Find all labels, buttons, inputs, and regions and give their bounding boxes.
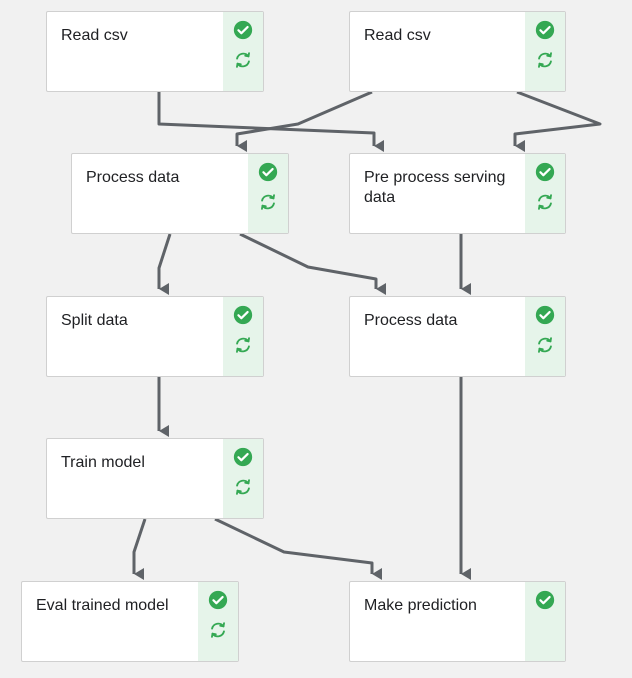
retry-icon[interactable] (534, 49, 556, 79)
edge-process-data-1-to-split-data (157, 233, 172, 295)
edge-train-model-to-eval-trained-model (132, 518, 147, 580)
node-eval-trained-model[interactable]: Eval trained model (21, 581, 239, 662)
node-label: Read csv (61, 27, 128, 44)
node-label: Split data (61, 312, 128, 329)
node-label: Make prediction (364, 597, 477, 614)
edge-process-data-1-to-process-data-2 (239, 232, 386, 295)
node-label: Eval trained model (36, 597, 169, 614)
node-process-data-1[interactable]: Process data (71, 153, 289, 234)
node-read-csv-1[interactable]: Read csv (46, 11, 264, 92)
retry-icon[interactable] (232, 476, 254, 506)
check-circle-icon (257, 161, 279, 191)
retry-icon[interactable] (207, 619, 229, 649)
check-circle-icon (232, 19, 254, 49)
status-panel (248, 154, 288, 233)
retry-icon[interactable] (257, 191, 279, 221)
node-label: Process data (86, 169, 180, 186)
node-label: Train model (61, 454, 145, 471)
status-panel (525, 582, 565, 661)
retry-icon[interactable] (534, 334, 556, 364)
check-circle-icon (534, 304, 556, 334)
check-circle-icon (534, 589, 556, 619)
node-process-data-2[interactable]: Process data (349, 296, 566, 377)
status-panel (198, 582, 238, 661)
check-circle-icon (207, 589, 229, 619)
node-read-csv-2[interactable]: Read csv (349, 11, 566, 92)
node-split-data[interactable]: Split data (46, 296, 264, 377)
status-panel (223, 439, 263, 518)
status-panel (223, 297, 263, 376)
node-label: Pre process serving data (364, 169, 506, 206)
check-circle-icon (232, 446, 254, 476)
edge-train-model-to-make-prediction (214, 517, 382, 580)
node-make-prediction[interactable]: Make prediction (349, 581, 566, 662)
check-circle-icon (232, 304, 254, 334)
status-panel (525, 154, 565, 233)
check-circle-icon (534, 161, 556, 191)
edge-read-csv-2-to-process-data-1 (235, 90, 373, 152)
check-circle-icon (534, 19, 556, 49)
status-panel (525, 12, 565, 91)
retry-icon[interactable] (232, 49, 254, 79)
retry-icon[interactable] (534, 191, 556, 221)
node-label: Read csv (364, 27, 431, 44)
edge-read-csv-1-to-pre-process-serving-data (157, 92, 384, 152)
edge-read-csv-2-to-pre-process-serving-data (513, 90, 602, 152)
node-label: Process data (364, 312, 458, 329)
status-panel (223, 12, 263, 91)
retry-icon[interactable] (232, 334, 254, 364)
node-train-model[interactable]: Train model (46, 438, 264, 519)
status-panel (525, 297, 565, 376)
node-pre-process-serving-data[interactable]: Pre process serving data (349, 153, 566, 234)
